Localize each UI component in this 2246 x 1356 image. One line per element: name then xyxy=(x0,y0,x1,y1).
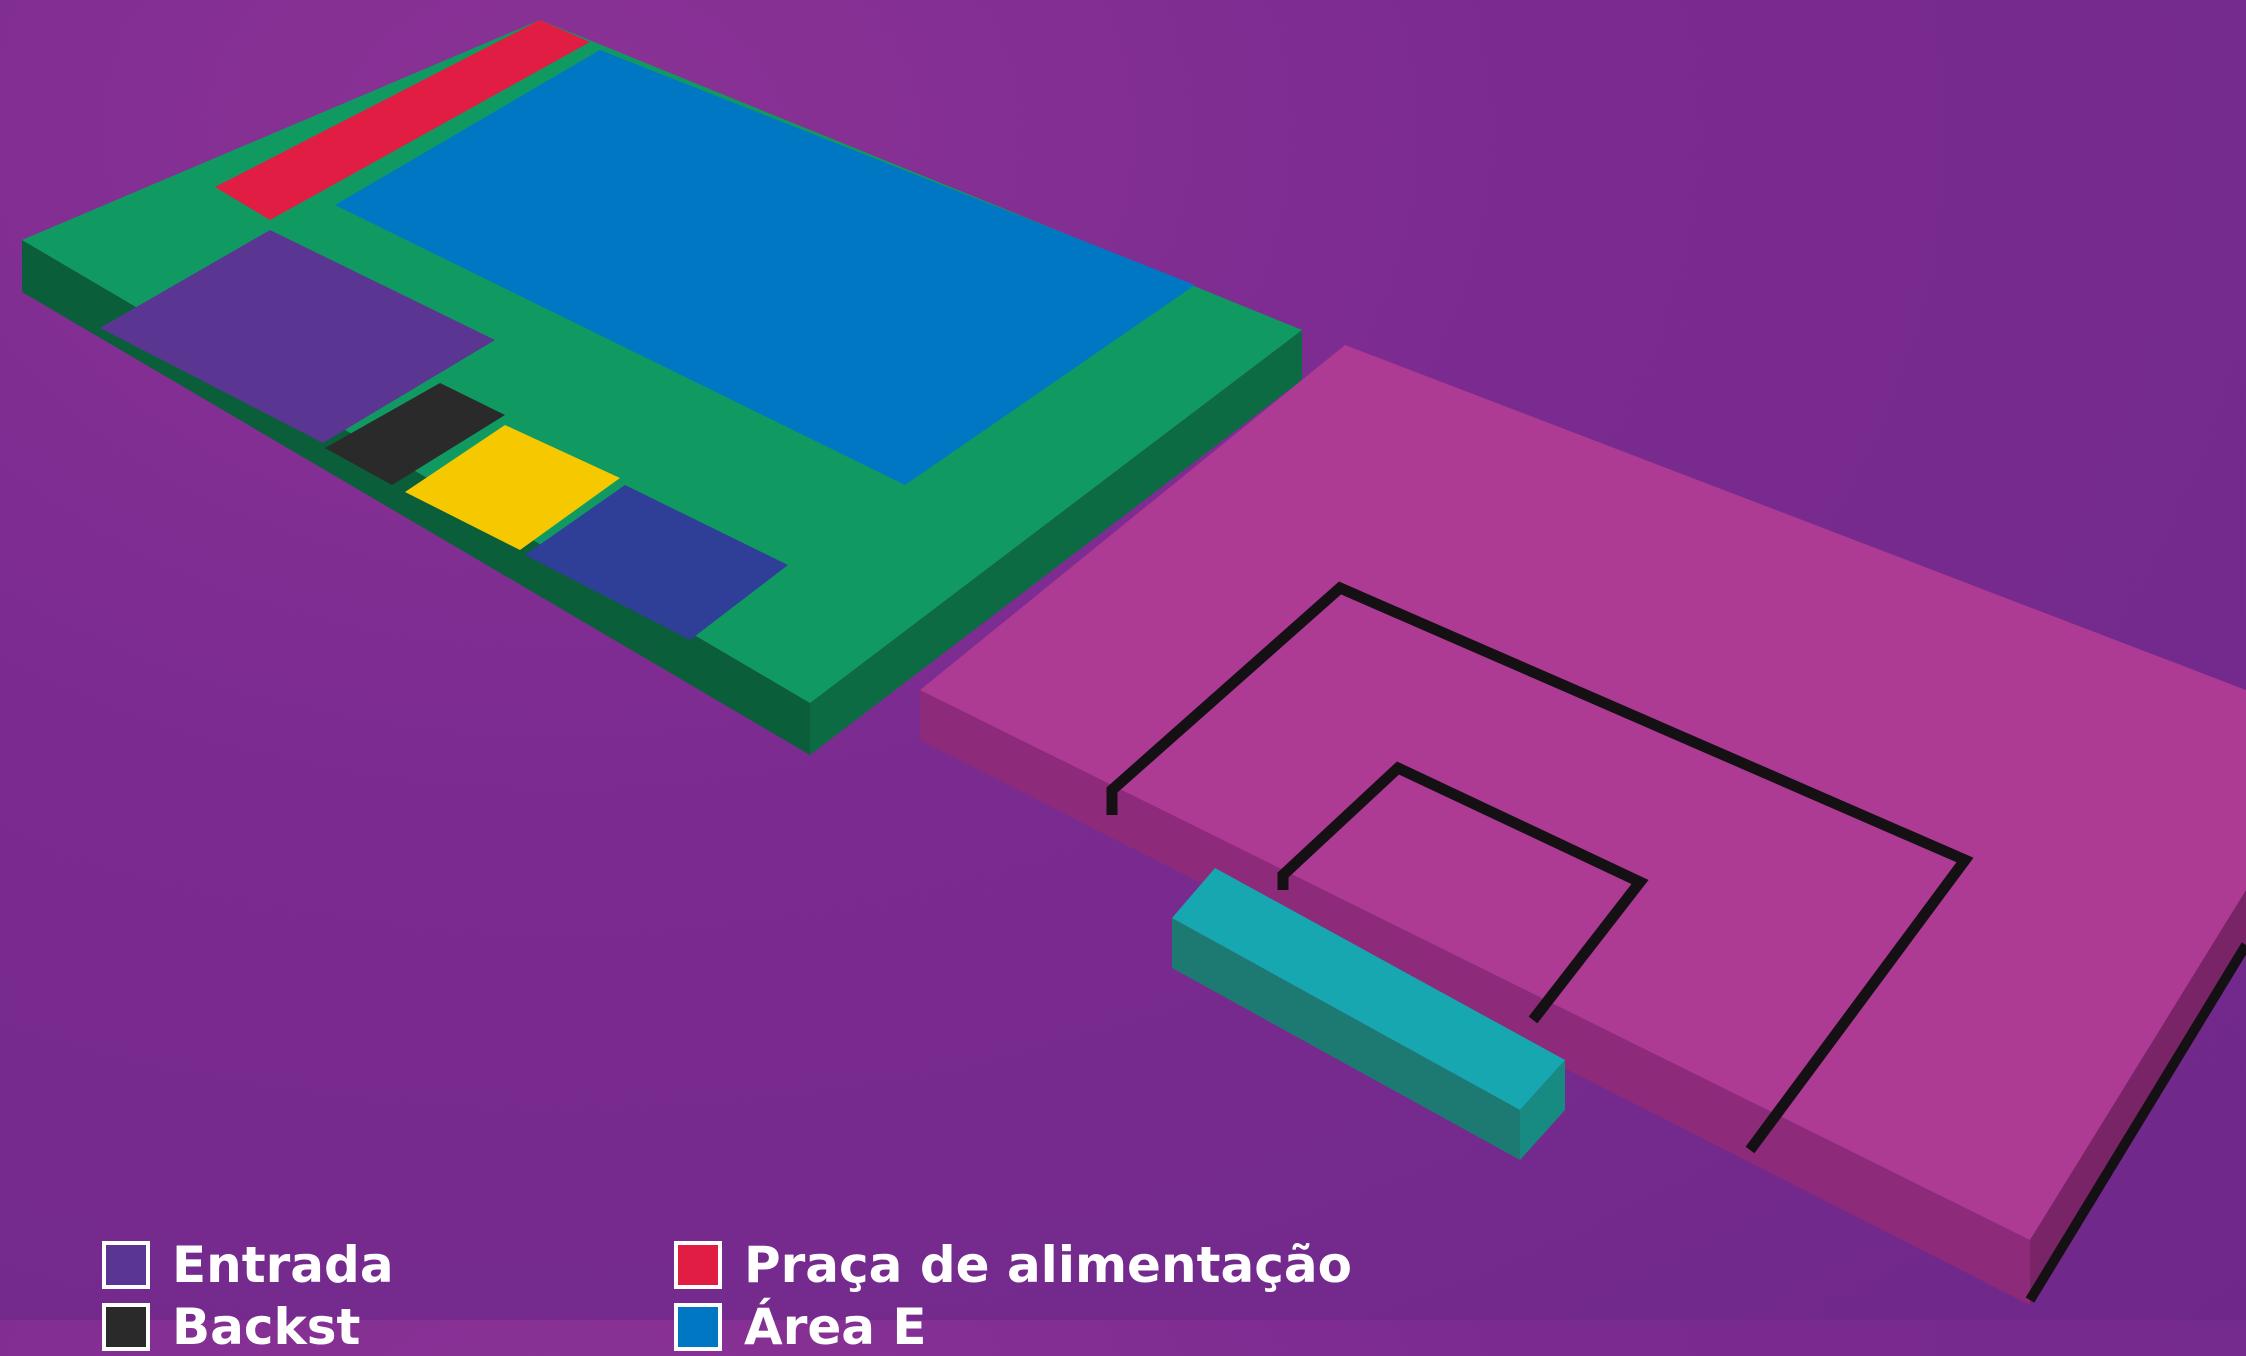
legend-label-backstage: Backst xyxy=(172,1298,361,1356)
pitch xyxy=(920,345,2246,1305)
pitch-side-right xyxy=(2030,890,2246,1305)
zone-praca-de-alimentacao xyxy=(215,20,590,220)
legend-swatch-backstage xyxy=(102,1303,150,1351)
legend-item-praca-de-alimentacao: Praça de alimentação xyxy=(674,1240,1352,1290)
zone-yellow xyxy=(405,425,620,550)
pitch-edge-line xyxy=(2025,942,2246,1303)
legend-label-praca-de-alimentacao: Praça de alimentação xyxy=(744,1236,1352,1294)
legend-item-entrada: Entrada xyxy=(102,1240,394,1290)
zone-entrada xyxy=(100,230,495,443)
zone-area-e xyxy=(335,50,1195,485)
legend-label-entrada: Entrada xyxy=(172,1236,394,1294)
legend-swatch-entrada xyxy=(102,1241,150,1289)
penalty-area-line xyxy=(1106,581,1974,1154)
zone-dark-blue xyxy=(525,485,788,640)
legend-label-area-e: Área E xyxy=(744,1298,927,1356)
green-platform-side-right xyxy=(810,330,1302,755)
legend-item-area-e: Área E xyxy=(674,1302,927,1352)
venue-map xyxy=(22,20,2246,1305)
goal-block xyxy=(1172,868,1565,1160)
legend-item-backstage: Backst xyxy=(102,1302,360,1352)
zone-backstage xyxy=(325,383,505,485)
goal-block-top xyxy=(1172,868,1565,1110)
goal-area-line xyxy=(1277,761,1649,1024)
legend-swatch-praca-de-alimentacao xyxy=(674,1241,722,1289)
legend-swatch-area-e xyxy=(674,1303,722,1351)
goal-block-end xyxy=(1520,1060,1565,1160)
pitch-top xyxy=(920,345,2246,1240)
goal-block-front xyxy=(1172,918,1520,1160)
